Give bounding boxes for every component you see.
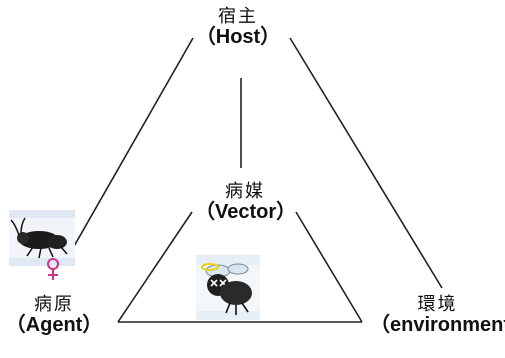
environment-label-zh: 環境 bbox=[417, 294, 458, 315]
dead-fly-icon bbox=[196, 255, 260, 320]
host-label-zh: 宿主 bbox=[218, 6, 258, 27]
edge-host-agent bbox=[64, 37, 194, 263]
environment-label-en: （environment） bbox=[370, 313, 505, 336]
vector-label-en: （Vector） bbox=[195, 200, 297, 223]
host-label-en: （Host） bbox=[195, 25, 281, 48]
edge-vector-environment bbox=[295, 211, 363, 323]
host-label: 宿主 （Host） bbox=[188, 6, 288, 48]
vector-label-zh: 病媒 bbox=[225, 181, 265, 202]
beetle-with-female-symbol-icon bbox=[9, 210, 75, 284]
environment-label: 環境 （environment） bbox=[370, 294, 505, 336]
vector-label: 病媒 （Vector） bbox=[195, 181, 297, 223]
edge-host-environment bbox=[289, 37, 443, 289]
agent-label: 病原 （Agent） bbox=[0, 294, 108, 336]
edge-vector-agent bbox=[117, 211, 193, 323]
agent-label-en: （Agent） bbox=[5, 313, 103, 336]
agent-label-zh: 病原 bbox=[34, 294, 74, 315]
